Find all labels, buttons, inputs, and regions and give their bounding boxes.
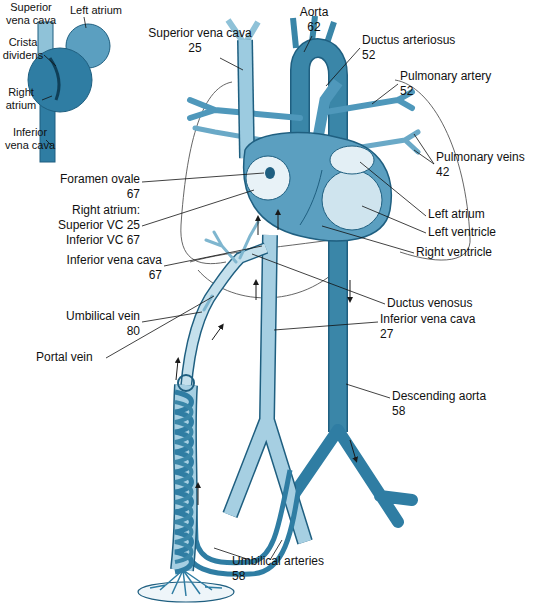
left-atrium-shape [330, 146, 374, 174]
leader-line [360, 162, 426, 216]
callout-number: 67 [10, 187, 140, 201]
flow-arrow [258, 218, 259, 235]
heart [244, 133, 392, 241]
flow-arrow [176, 360, 178, 380]
flow-arrow [278, 212, 279, 230]
leader-line [106, 296, 214, 358]
leader-line [164, 246, 262, 266]
leader-line [304, 36, 312, 52]
callout-number: 80 [10, 324, 140, 338]
part-label: Right atrium [0, 86, 42, 112]
part-label: Descending aorta [392, 389, 532, 403]
cord-loop [178, 375, 194, 391]
flow-arrow [350, 440, 356, 460]
cord-helix [175, 392, 192, 572]
callout-number: 58 [392, 404, 452, 418]
part-label: Pulmonary veins [436, 150, 534, 164]
callout-number: 52 [400, 84, 460, 98]
left-ventricle-shape [322, 170, 382, 230]
part-label: Left atrium [70, 4, 150, 17]
leader-line [142, 173, 264, 182]
callout-number: 25 [140, 41, 250, 55]
iliac-arteries [290, 430, 412, 522]
placenta [138, 570, 234, 602]
leader-line [362, 206, 426, 233]
part-label: Aorta [292, 5, 336, 19]
leader-line [252, 254, 385, 304]
leader-line [414, 134, 434, 164]
part-label: Inferior vena cava [0, 126, 60, 152]
part-label: Right ventricle [416, 245, 533, 259]
part-label: Inferior vena cava [380, 312, 530, 326]
part-label: Ductus venosus [387, 296, 527, 310]
part-label: Umbilical arteries [232, 554, 372, 568]
aorta [290, 16, 412, 522]
part-label: Pulmonary artery [400, 69, 530, 83]
part-label: Inferior vena cava [10, 253, 162, 267]
callout-number: 42 [436, 165, 496, 179]
leader-line [322, 226, 414, 253]
leader-line [220, 58, 243, 70]
foramen-ovale-shape [265, 167, 275, 179]
cord-helix [175, 402, 192, 562]
umbilical-artery [180, 395, 300, 574]
part-label: Crista dividens [0, 36, 46, 62]
leader-lines [106, 36, 434, 560]
umbilical-vein-outline [186, 248, 266, 388]
heart-outline [244, 133, 392, 241]
callout-number: 62 [292, 20, 336, 34]
umbilical-cord [175, 375, 194, 572]
callout-number: 27 [380, 327, 440, 341]
leader-line [372, 84, 398, 104]
umbilical-vein [186, 248, 266, 388]
right-atrium-shape [246, 156, 290, 200]
leader-line [326, 48, 360, 86]
callout-number: 67 [10, 268, 162, 282]
part-label: Portal vein [36, 350, 136, 364]
svc-outline [245, 40, 247, 158]
leader-line [346, 384, 390, 398]
part-label: Left ventricle [428, 225, 533, 239]
flow-arrow [350, 280, 351, 300]
part-label: Foramen ovale [10, 172, 140, 186]
part-label: Inferior VC 67 [10, 233, 140, 247]
ivc-outline [230, 235, 305, 542]
callout-number: 52 [362, 48, 422, 62]
leader-line [274, 322, 378, 330]
part-label: Ductus arteriosus [362, 33, 502, 47]
leader-line [44, 55, 56, 66]
umbilical-artery [190, 395, 290, 563]
leader-line [414, 150, 434, 164]
flow-arrow [198, 485, 199, 505]
part-label: Superior VC 25 [10, 218, 140, 232]
flow-arrows [176, 212, 356, 505]
part-label: Umbilical vein [10, 309, 140, 323]
leader-line [142, 190, 254, 226]
superior-vena-cava [245, 40, 247, 158]
part-label: Left atrium [428, 207, 533, 221]
part-label: Superior vena cava [140, 26, 260, 40]
flow-arrow [256, 282, 257, 300]
leader-line [42, 96, 52, 100]
leader-line [84, 17, 86, 28]
placental-vessels [150, 570, 222, 596]
inferior-vena-cava [230, 235, 305, 542]
callout-number: 58 [232, 569, 292, 583]
arch-branch [293, 18, 296, 48]
flow-arrow [212, 326, 222, 340]
septum [300, 170, 322, 225]
part-label: Right atrium: [10, 203, 140, 217]
pulmonary-artery-branches [190, 92, 412, 118]
part-label: Superior vena cava [0, 1, 62, 27]
